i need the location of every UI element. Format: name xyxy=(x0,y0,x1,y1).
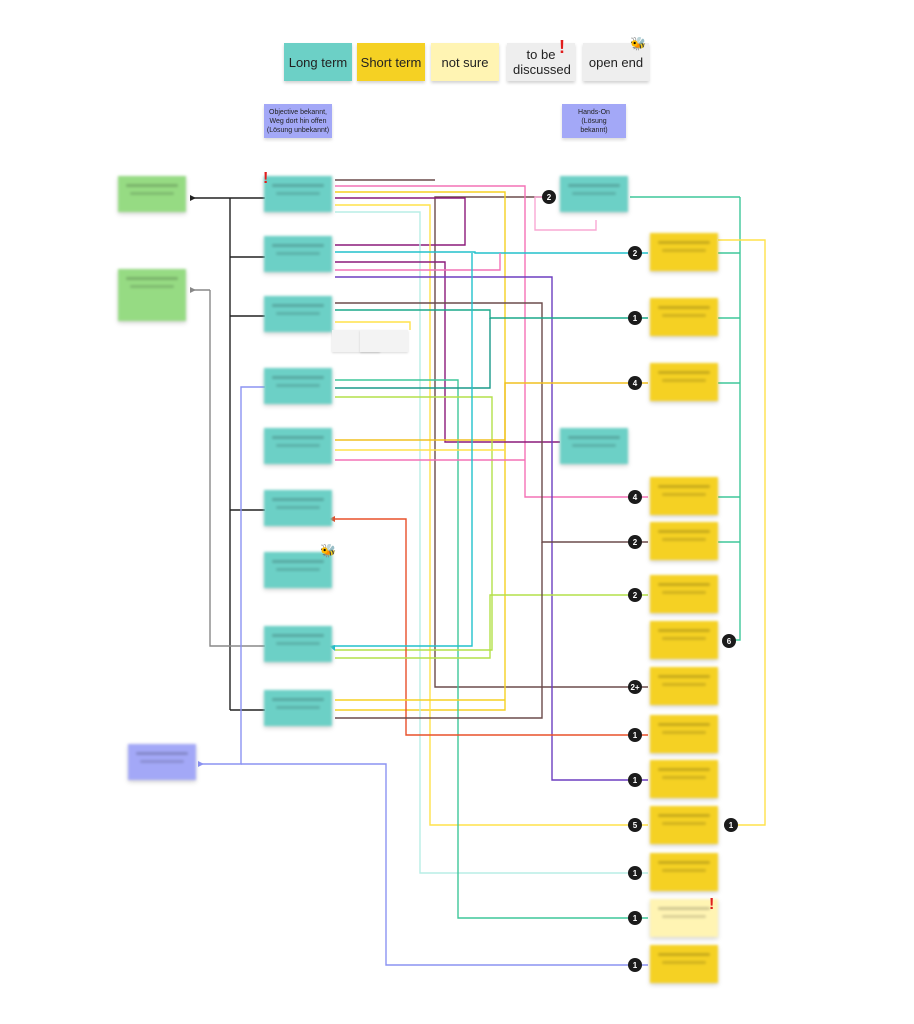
connector xyxy=(241,763,648,966)
connector xyxy=(335,379,648,919)
sticky-note-long-term[interactable] xyxy=(264,490,332,526)
connection-count-badge: 5 xyxy=(628,818,642,832)
connector xyxy=(198,386,265,765)
connector xyxy=(335,197,466,246)
sticky-note-long-term[interactable] xyxy=(264,176,332,212)
connector xyxy=(335,309,648,319)
sticky-note-long-term[interactable] xyxy=(264,552,332,588)
connection-count-badge: 4 xyxy=(628,490,642,504)
legend-long-term-label: Long term xyxy=(288,54,348,70)
sticky-note-long-term[interactable] xyxy=(264,690,332,726)
bee-icon: 🐝 xyxy=(630,36,647,51)
sticky-note-short-term[interactable] xyxy=(650,477,718,515)
connector xyxy=(335,302,648,543)
sticky-note-short-term[interactable] xyxy=(650,575,718,613)
connector xyxy=(335,594,648,659)
connector xyxy=(335,204,648,826)
connector xyxy=(534,196,597,231)
sticky-note-short-term[interactable] xyxy=(650,522,718,560)
legend-long-term: Long term xyxy=(284,43,352,81)
sticky-note-short-term[interactable] xyxy=(650,363,718,401)
sticky-note-long-term[interactable] xyxy=(264,368,332,404)
connection-count-badge: 1 xyxy=(724,818,738,832)
connection-count-badge: 1 xyxy=(628,866,642,880)
sticky-note-green[interactable] xyxy=(118,269,186,321)
sticky-note-long-term[interactable] xyxy=(560,176,628,212)
connector xyxy=(335,542,543,719)
sticky-note-short-term[interactable] xyxy=(650,621,718,659)
connector xyxy=(335,251,648,254)
sticky-note-short-term[interactable] xyxy=(650,233,718,271)
sticky-note-long-term[interactable] xyxy=(264,428,332,464)
legend-not-sure-label: not sure xyxy=(441,54,489,70)
connector xyxy=(718,239,766,826)
connector xyxy=(335,261,560,443)
header-hands-on-text: Hands-On (Lösung bekannt) xyxy=(578,108,610,134)
connection-count-badge: 6 xyxy=(722,634,736,648)
legend-short-term: Short term xyxy=(357,43,425,81)
sticky-note-green[interactable] xyxy=(118,176,186,212)
sticky-note-short-term[interactable] xyxy=(650,298,718,336)
connector xyxy=(335,382,648,441)
connection-count-badge: 2 xyxy=(542,190,556,204)
header-objective-text: Objective bekannt, Weg dort hin offen (L… xyxy=(266,108,330,134)
connector xyxy=(335,321,411,330)
connector xyxy=(335,185,648,498)
legend-to-be-discussed-label: to be discussed xyxy=(513,47,571,77)
connection-count-badge: 2+ xyxy=(628,680,642,694)
connection-count-badge: 1 xyxy=(628,311,642,325)
legend-short-term-label: Short term xyxy=(360,54,422,70)
red-exclamation-icon: ! xyxy=(709,896,715,913)
sticky-note-long-term[interactable] xyxy=(264,626,332,662)
sticky-note-short-term[interactable] xyxy=(650,760,718,798)
header-objective: Objective bekannt, Weg dort hin offen (L… xyxy=(264,104,332,138)
sticky-note-long-term[interactable] xyxy=(264,236,332,272)
sticky-note-long-term[interactable] xyxy=(560,428,628,464)
sticky-note-short-term[interactable] xyxy=(650,715,718,753)
header-hands-on: Hands-On (Lösung bekannt) xyxy=(562,104,626,138)
connector xyxy=(335,253,473,647)
legend-open-end: open end xyxy=(583,43,649,81)
bee-icon: 🐝 xyxy=(320,543,337,558)
sticky-note-short-term[interactable] xyxy=(650,667,718,705)
connection-count-badge: 2 xyxy=(628,535,642,549)
sticky-note-short-term[interactable] xyxy=(650,945,718,983)
legend-open-end-label: open end xyxy=(588,54,644,70)
connection-count-badge: 2 xyxy=(628,246,642,260)
connector xyxy=(335,211,648,874)
sticky-note-long-term[interactable] xyxy=(264,296,332,332)
connector xyxy=(335,253,501,271)
legend-not-sure: not sure xyxy=(431,43,499,81)
sticky-note-not-sure[interactable] xyxy=(650,899,718,937)
connection-count-badge: 4 xyxy=(628,376,642,390)
sticky-note-short-term[interactable] xyxy=(650,853,718,891)
connection-count-badge: 1 xyxy=(628,773,642,787)
connection-count-badge: 1 xyxy=(628,958,642,972)
connector xyxy=(209,290,265,647)
connector xyxy=(335,396,493,651)
comment-card[interactable] xyxy=(360,330,408,352)
connector xyxy=(335,276,648,781)
sticky-note-blue[interactable] xyxy=(128,744,196,780)
connector xyxy=(725,197,741,641)
connection-count-badge: 2 xyxy=(628,588,642,602)
red-exclamation-icon: ! xyxy=(559,37,565,57)
sticky-note-short-term[interactable] xyxy=(650,806,718,844)
connector xyxy=(335,518,648,736)
connection-count-badge: 1 xyxy=(628,911,642,925)
connection-count-badge: 1 xyxy=(628,728,642,742)
connector xyxy=(335,318,491,389)
red-exclamation-icon: ! xyxy=(263,170,269,187)
legend-to-be-discussed: to be discussed xyxy=(507,43,575,81)
